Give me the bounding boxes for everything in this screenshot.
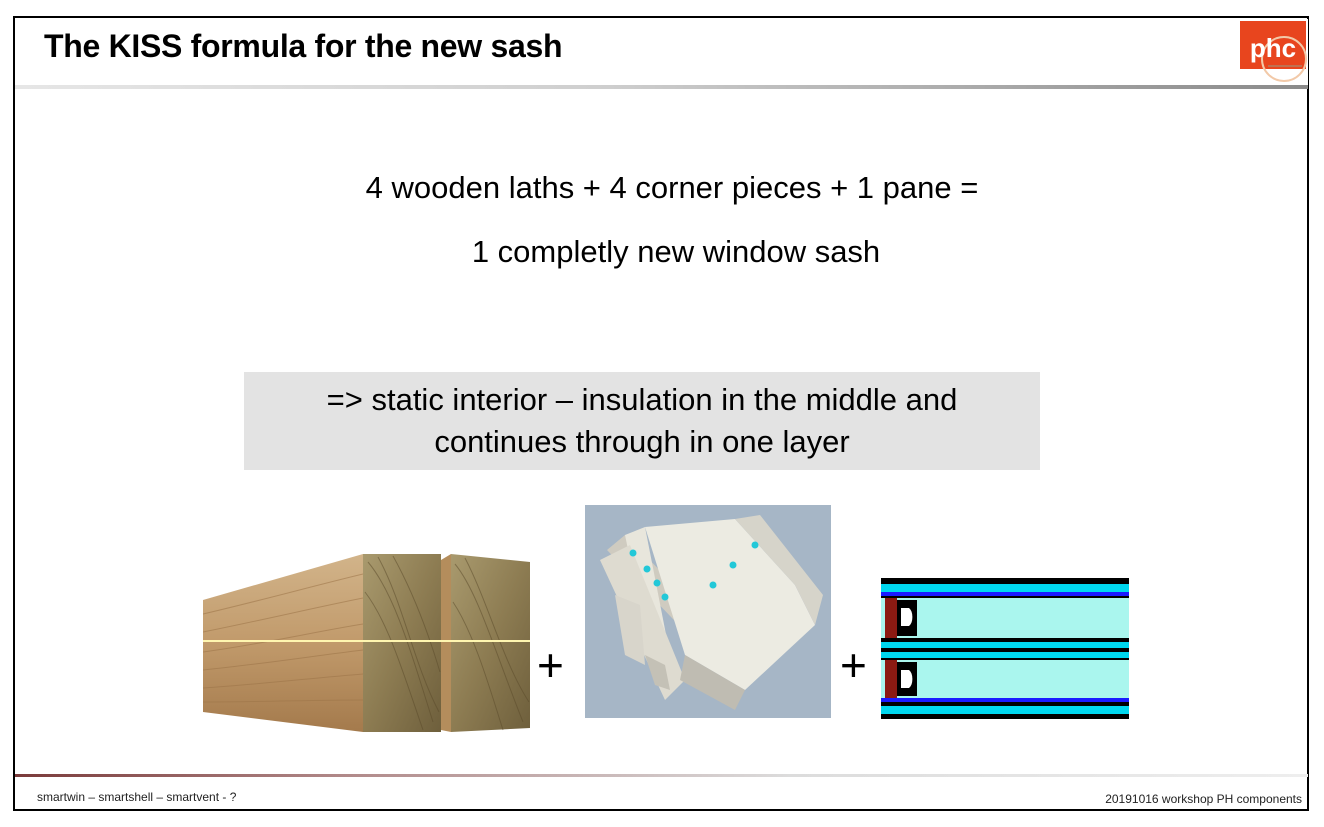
callout-line-2: continues through in one layer [434, 424, 850, 459]
logo-text: phc [1250, 33, 1296, 63]
footer-right-text: 20191016 workshop PH components [1105, 792, 1302, 806]
plus-sign-1: + [537, 639, 564, 691]
wooden-laths-image [203, 554, 530, 732]
slide-title: The KISS formula for the new sash [44, 28, 563, 64]
plus-sign-2: + [840, 639, 867, 691]
callout-line-1: => static interior – insulation in the m… [326, 382, 958, 417]
formula-line-1: 4 wooden laths + 4 corner pieces + 1 pan… [365, 170, 979, 205]
corner-piece-image [585, 505, 831, 718]
formula-line-2: 1 completly new window sash [471, 234, 881, 269]
callout-box: => static interior – insulation in the m… [244, 372, 1040, 470]
footer-divider [15, 774, 1308, 777]
phc-logo: phc [1238, 19, 1308, 85]
title-divider [15, 85, 1308, 89]
footer-left-text: smartwin – smartshell – smartvent - ? [37, 790, 237, 804]
glass-pane-image [881, 578, 1129, 719]
